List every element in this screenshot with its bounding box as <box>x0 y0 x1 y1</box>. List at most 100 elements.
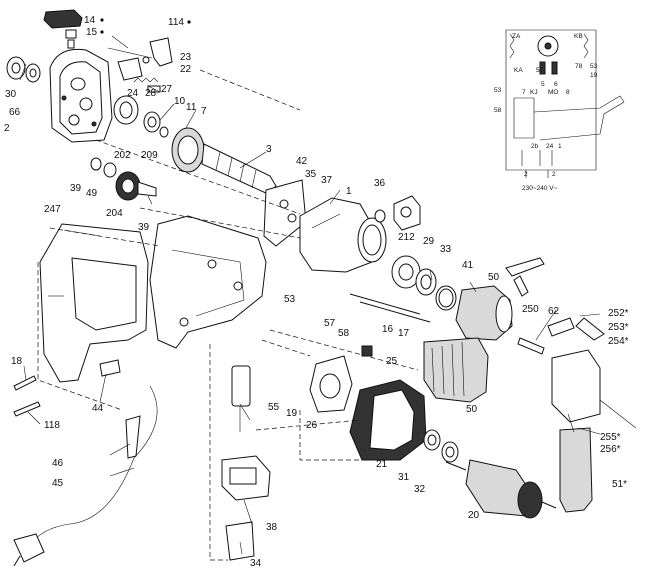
label-44: 44 <box>92 403 104 414</box>
spindle-shaft-part <box>201 143 277 195</box>
label-37: 37 <box>321 175 333 186</box>
switch-lever-part <box>107 37 173 81</box>
motor-housing-left-part <box>39 223 149 383</box>
label-66: 66 <box>9 107 21 118</box>
schematic-label-8: 8 <box>566 89 570 96</box>
label-39-top: 39 <box>70 183 82 194</box>
cable-sleeve-part <box>225 521 255 561</box>
screw-part-118 <box>13 401 41 417</box>
label-27: 27 <box>161 84 173 95</box>
label-22: 22 <box>180 64 192 75</box>
label-45: 45 <box>52 478 64 489</box>
label-250: 250 <box>522 304 539 315</box>
armature-part <box>445 459 557 519</box>
schematic-label-6: 6 <box>554 81 558 88</box>
screw-part-18 <box>13 375 37 391</box>
label-42: 42 <box>296 156 308 167</box>
retaining-ring-part-41 <box>435 285 457 311</box>
label-29: 29 <box>423 236 435 247</box>
label-57: 57 <box>324 318 336 329</box>
label-14: 14 <box>84 15 96 26</box>
label-18: 18 <box>11 356 23 367</box>
schematic-label-za: ZA <box>512 33 521 40</box>
schematic-label-kj: KJ <box>530 89 538 96</box>
label-36: 36 <box>374 178 386 189</box>
gear-part-7 <box>159 126 205 173</box>
label-50-bottom: 50 <box>466 404 478 415</box>
label-253: 253* <box>608 322 629 333</box>
bearing-part-32 <box>441 441 459 463</box>
depth-selector-part <box>393 195 421 231</box>
label-7: 7 <box>201 106 207 117</box>
label-33: 33 <box>440 244 452 255</box>
o-ring-part <box>374 209 386 223</box>
label-50-top: 50 <box>488 272 500 283</box>
label-31: 31 <box>398 472 410 483</box>
label-255: 255* <box>600 432 621 443</box>
label-19: 19 <box>286 408 298 419</box>
label-53: 53 <box>284 294 296 305</box>
label-34: 34 <box>250 558 262 569</box>
capacitor-part <box>231 365 251 432</box>
schematic-label-2: 2 <box>524 171 528 178</box>
schematic-label-2b: 2b <box>531 143 539 150</box>
bearing-part-202 <box>113 95 161 133</box>
cable-guard-part <box>125 415 141 459</box>
motor-housing-right-part <box>149 215 267 349</box>
label-254: 254* <box>608 336 629 347</box>
leader-lines <box>19 35 601 555</box>
label-17: 17 <box>398 328 410 339</box>
label-38: 38 <box>266 522 278 533</box>
label-114: 114 <box>168 17 184 28</box>
label-2: 2 <box>4 123 10 134</box>
label-256: 256* <box>600 444 621 455</box>
brush-holder-part <box>309 355 353 413</box>
label-23: 23 <box>180 52 192 63</box>
field-coil-part <box>349 379 427 461</box>
carbon-brush-part <box>361 345 373 357</box>
label-46: 46 <box>52 458 64 469</box>
schematic-labels: ZA KB KA 57 78 53 19 53 58 5 6 7 KJ MO 8… <box>494 33 598 192</box>
washer-part-33 <box>415 268 437 296</box>
chuck-key-part <box>505 257 545 297</box>
keyless-chuck-part <box>423 337 489 403</box>
label-118: 118 <box>44 420 60 431</box>
power-cable-part <box>27 385 158 549</box>
label-24: 24 <box>127 88 139 99</box>
gear-part-204 <box>115 171 157 201</box>
schematic-label-19: 19 <box>590 72 598 79</box>
label-21: 21 <box>376 459 388 470</box>
power-plug-part <box>13 533 45 567</box>
schematic-label-kb: KB <box>574 33 583 40</box>
label-39-mid: 39 <box>138 222 150 233</box>
depth-stop-part <box>547 317 605 341</box>
label-49: 49 <box>86 188 98 199</box>
schematic-label-78: 78 <box>575 63 583 70</box>
label-252: 252* <box>608 308 629 319</box>
schematic-label-57: 57 <box>536 67 544 74</box>
label-11: 11 <box>186 102 197 113</box>
small-bearing-part-39 <box>90 157 117 178</box>
schematic-label-mo: MO <box>548 89 558 96</box>
side-handle-part <box>551 349 637 513</box>
label-202: 202 <box>114 150 131 161</box>
label-62: 62 <box>548 306 560 317</box>
washer-part-30 <box>6 56 26 80</box>
switch-knob-part <box>43 9 83 49</box>
label-55: 55 <box>268 402 280 413</box>
schematic-label-2-secondary: 2 <box>552 171 556 178</box>
gear-housing-cover-part <box>49 48 113 143</box>
schematic-label-24: 24 <box>546 143 554 150</box>
label-30: 30 <box>5 89 17 100</box>
label-3: 3 <box>266 144 272 155</box>
label-28: 28 <box>145 88 157 99</box>
depth-rod-part <box>349 293 431 323</box>
schematic-label-53-right: 53 <box>590 63 598 70</box>
label-51: 51* <box>612 479 627 490</box>
part-number-labels: 14 15 114 23 22 30 66 2 24 28 27 10 11 7… <box>4 15 629 569</box>
chuck-screw-part <box>517 337 545 355</box>
cover-plate-part <box>263 179 307 247</box>
label-10: 10 <box>174 96 186 107</box>
schematic-label-53-left: 53 <box>494 87 502 94</box>
label-209: 209 <box>141 150 158 161</box>
